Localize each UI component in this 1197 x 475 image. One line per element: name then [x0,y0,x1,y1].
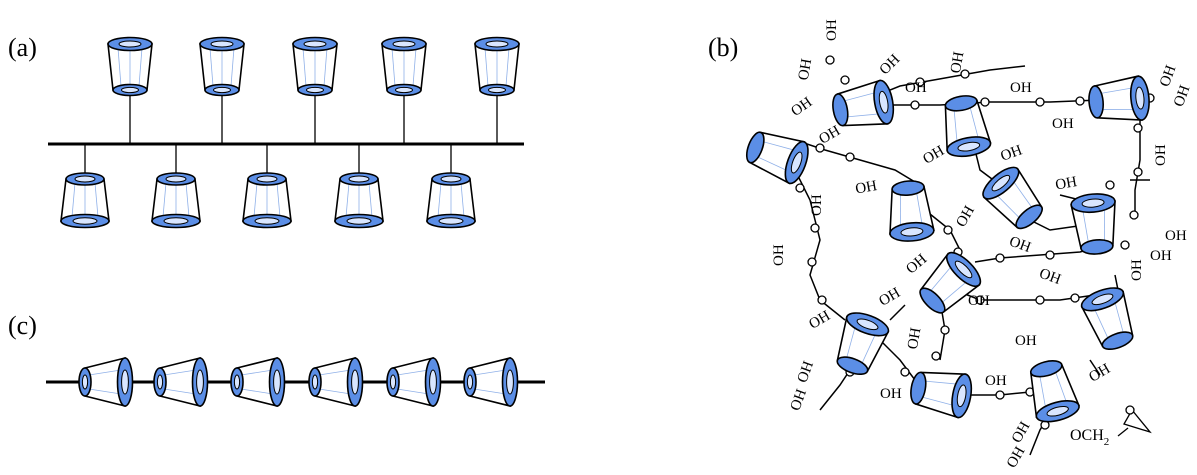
panel-b: (b) [708,19,1193,471]
oh-label: OH [1150,248,1172,264]
cyclodextrin-icon [381,36,427,97]
cyclodextrin-unit [828,78,898,134]
pendant-cd-group-top [129,96,498,144]
panel-c-label: (c) [8,311,37,340]
cyclodextrin-unit [906,364,976,420]
epoxide-ring-icon [1123,408,1152,434]
cyclodextrin-icon [474,36,520,97]
oh-label: OH [1037,266,1063,289]
panel-a: (a) [8,33,524,229]
cyclodextrin-icon [153,357,209,407]
oh-label: OH [877,51,904,78]
oh-label: OH [854,178,878,198]
oh-label: OH [1153,144,1169,166]
cyclodextrin-unit [884,178,936,244]
oh-label: OH [771,244,787,266]
oh-label: OH [824,19,840,41]
cyclodextrin-icon [386,357,442,407]
oh-label: OH [905,326,925,350]
oh-label: OH [1007,234,1033,257]
cyclodextrin-icon [463,357,519,407]
oh-label: OH [1015,333,1037,349]
cyclodextrin-icon [426,172,476,229]
oh-label: OH [948,50,968,74]
cyclodextrin-icon [107,36,153,97]
oh-label: OH [1054,174,1078,194]
cyclodextrin-icon [334,172,384,229]
oh-label: OH [1157,63,1180,89]
cyclodextrin-icon [60,172,110,229]
oh-label: OH [1009,419,1034,446]
oh-label: OH [788,387,811,413]
oh-label: OH [806,308,833,333]
oh-label: OH [809,194,825,216]
cyclodextrin-icon [199,36,245,97]
oh-label: OH [788,94,815,120]
cyclodextrin-unit [828,307,893,381]
oh-label: OH [903,251,930,277]
cyclodextrin-icon [78,357,134,407]
oh-label: OH [1171,83,1194,109]
panel-a-label: (a) [8,33,37,62]
oh-label: OH [880,386,902,402]
cyclodextrin-unit [740,123,814,188]
panel-c: (c) [8,311,545,407]
oh-label: OH [1129,259,1145,281]
oh-label: OH [985,373,1007,389]
oh-label: OH [1004,444,1029,471]
oh-label: OH [920,143,947,168]
oh-label: OH [876,285,903,310]
oh-label: OH [1165,228,1187,244]
cyclodextrin-icon [230,357,286,407]
cyclodextrin-icon [292,36,338,97]
oh-label: OH [968,293,990,309]
panel-b-label: (b) [708,33,738,62]
cyclodextrin-unit [1077,282,1142,356]
oh-label: OH [953,203,978,230]
epoxide-terminal: OCH2 [1070,405,1152,448]
oh-label: OH [999,142,1025,165]
oh-label: OH [1010,80,1032,96]
och2-label: OCH2 [1070,427,1109,448]
oh-label: OH [1052,116,1074,132]
oh-label: OH [796,57,816,81]
cyclodextrin-icon [308,357,364,407]
oh-label: OH [1086,361,1113,386]
cyclodextrin-unit [1086,74,1152,126]
oh-label: OH [905,80,927,96]
cyclodextrin-icon [151,172,201,229]
oh-label: OH [795,359,818,385]
cyclodextrin-unit [1069,191,1121,257]
cyclodextrin-icon [242,172,292,229]
